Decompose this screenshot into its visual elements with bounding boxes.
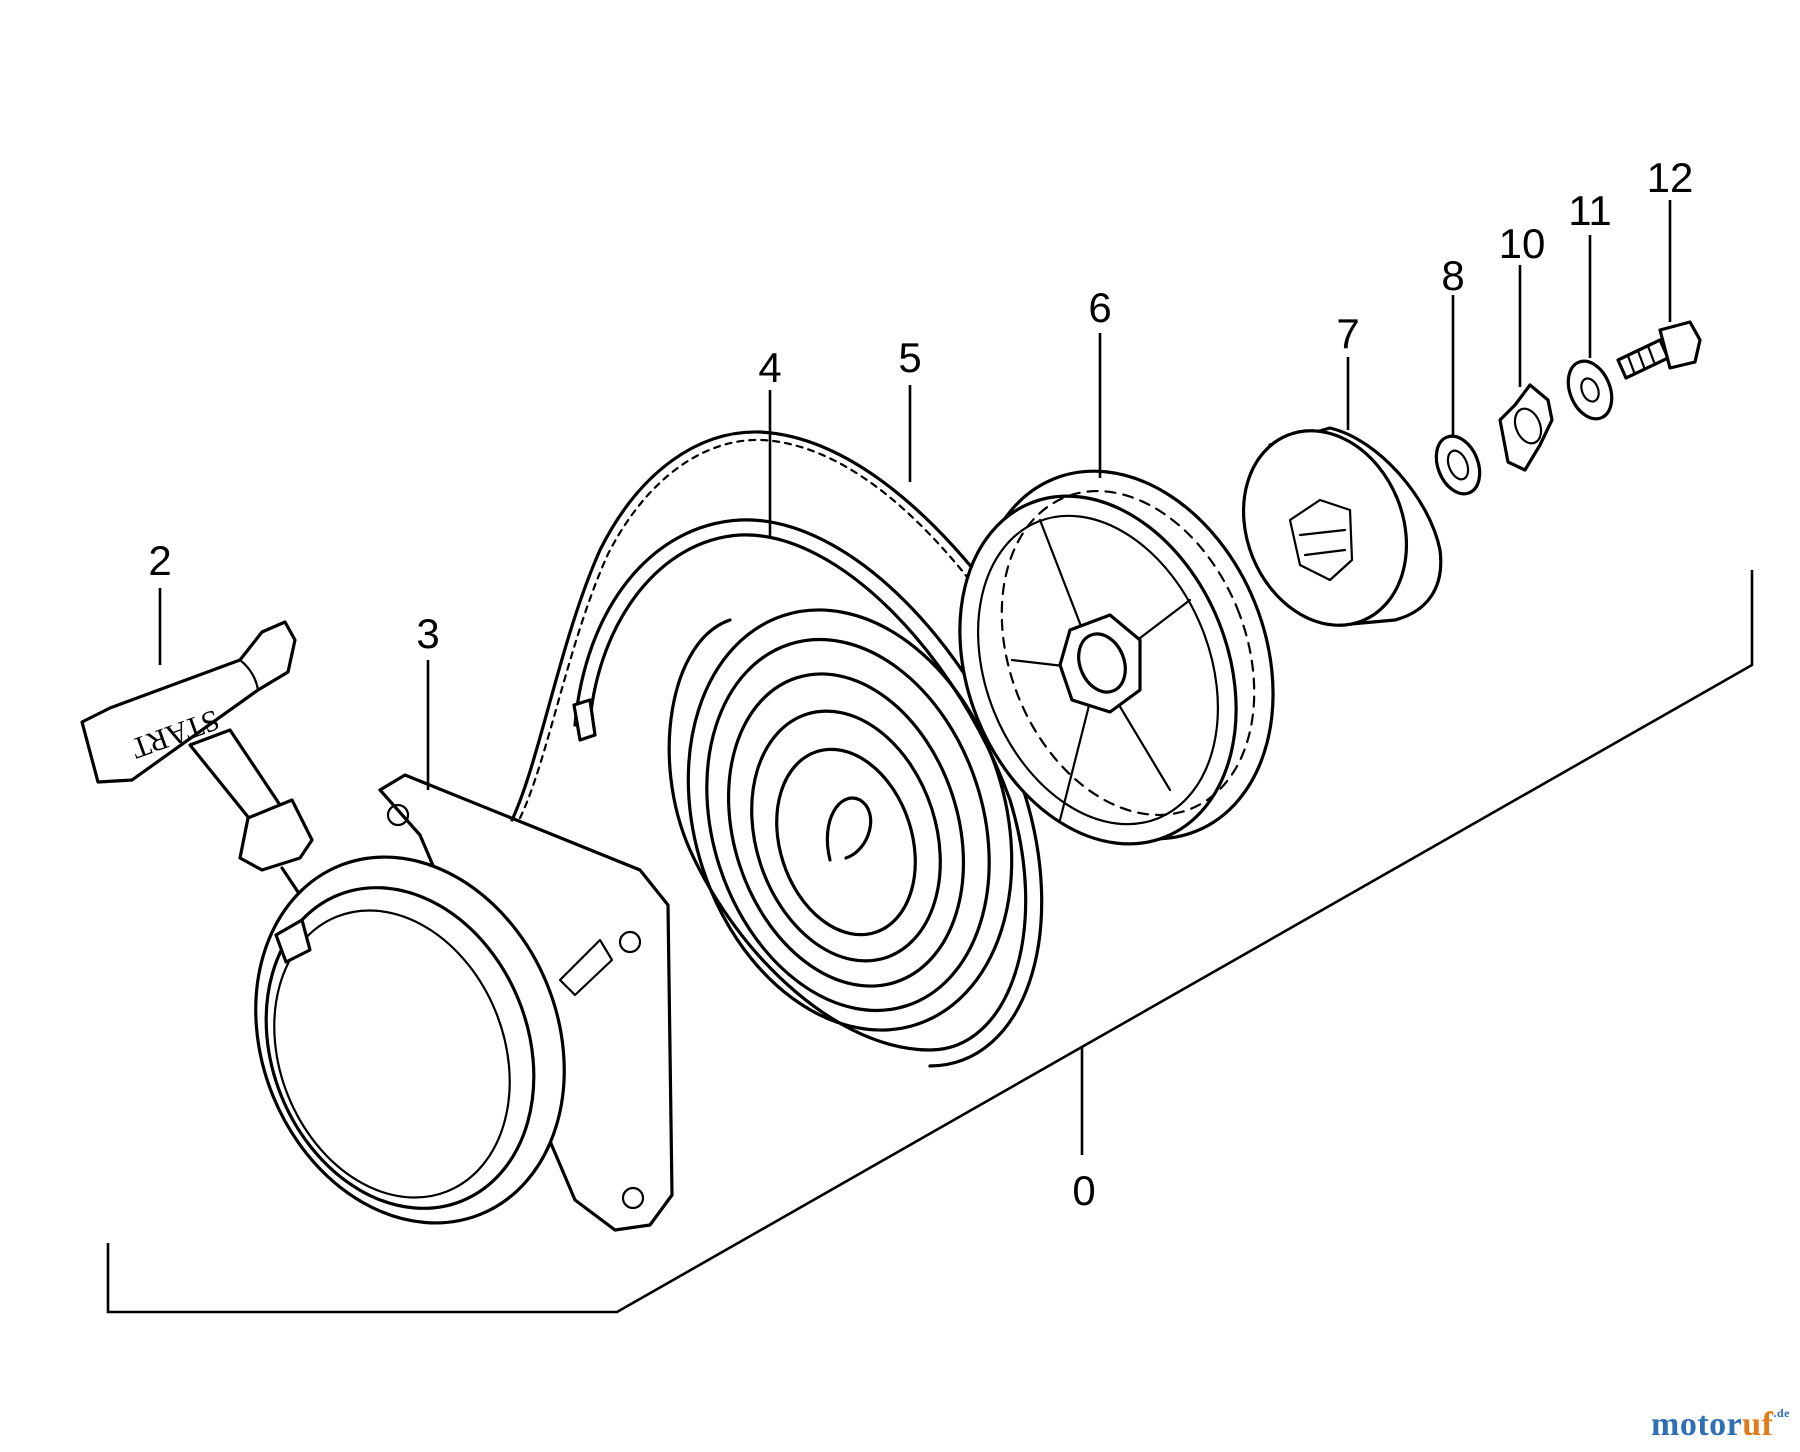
washer-part	[1434, 434, 1482, 496]
assembly-bracket	[106, 570, 1754, 1314]
flat-washer-part	[1566, 359, 1614, 421]
callout-10: 10	[1499, 220, 1546, 267]
ratchet-part	[1241, 426, 1443, 627]
callout-7: 7	[1336, 310, 1359, 357]
rope-pulley-part	[958, 469, 1275, 846]
starter-rope-part	[510, 430, 992, 822]
start-handle-part: START	[80, 620, 314, 894]
watermark-part2: uf	[1742, 1406, 1774, 1443]
callout-11: 11	[1568, 187, 1612, 234]
recoil-spring-part	[572, 518, 1044, 1068]
watermark-part1: motor	[1651, 1406, 1743, 1443]
starter-housing-part	[254, 773, 674, 1232]
watermark-logo: motoruf.de	[1651, 1406, 1790, 1444]
bolt-part	[1616, 320, 1702, 380]
watermark-suffix: .de	[1773, 1406, 1790, 1420]
callout-2: 2	[148, 537, 171, 584]
callout-5: 5	[898, 334, 921, 381]
callout-8: 8	[1441, 252, 1464, 299]
callout-labels: 0 2 3 4 5 6 7 8 10 11 12	[148, 154, 1693, 1214]
callout-0: 0	[1072, 1167, 1095, 1214]
lock-washer-part	[1498, 383, 1554, 472]
callout-6: 6	[1088, 284, 1111, 331]
leader-lines	[158, 200, 1672, 790]
callout-12: 12	[1647, 154, 1694, 201]
callout-3: 3	[416, 610, 439, 657]
callout-4: 4	[758, 344, 781, 391]
